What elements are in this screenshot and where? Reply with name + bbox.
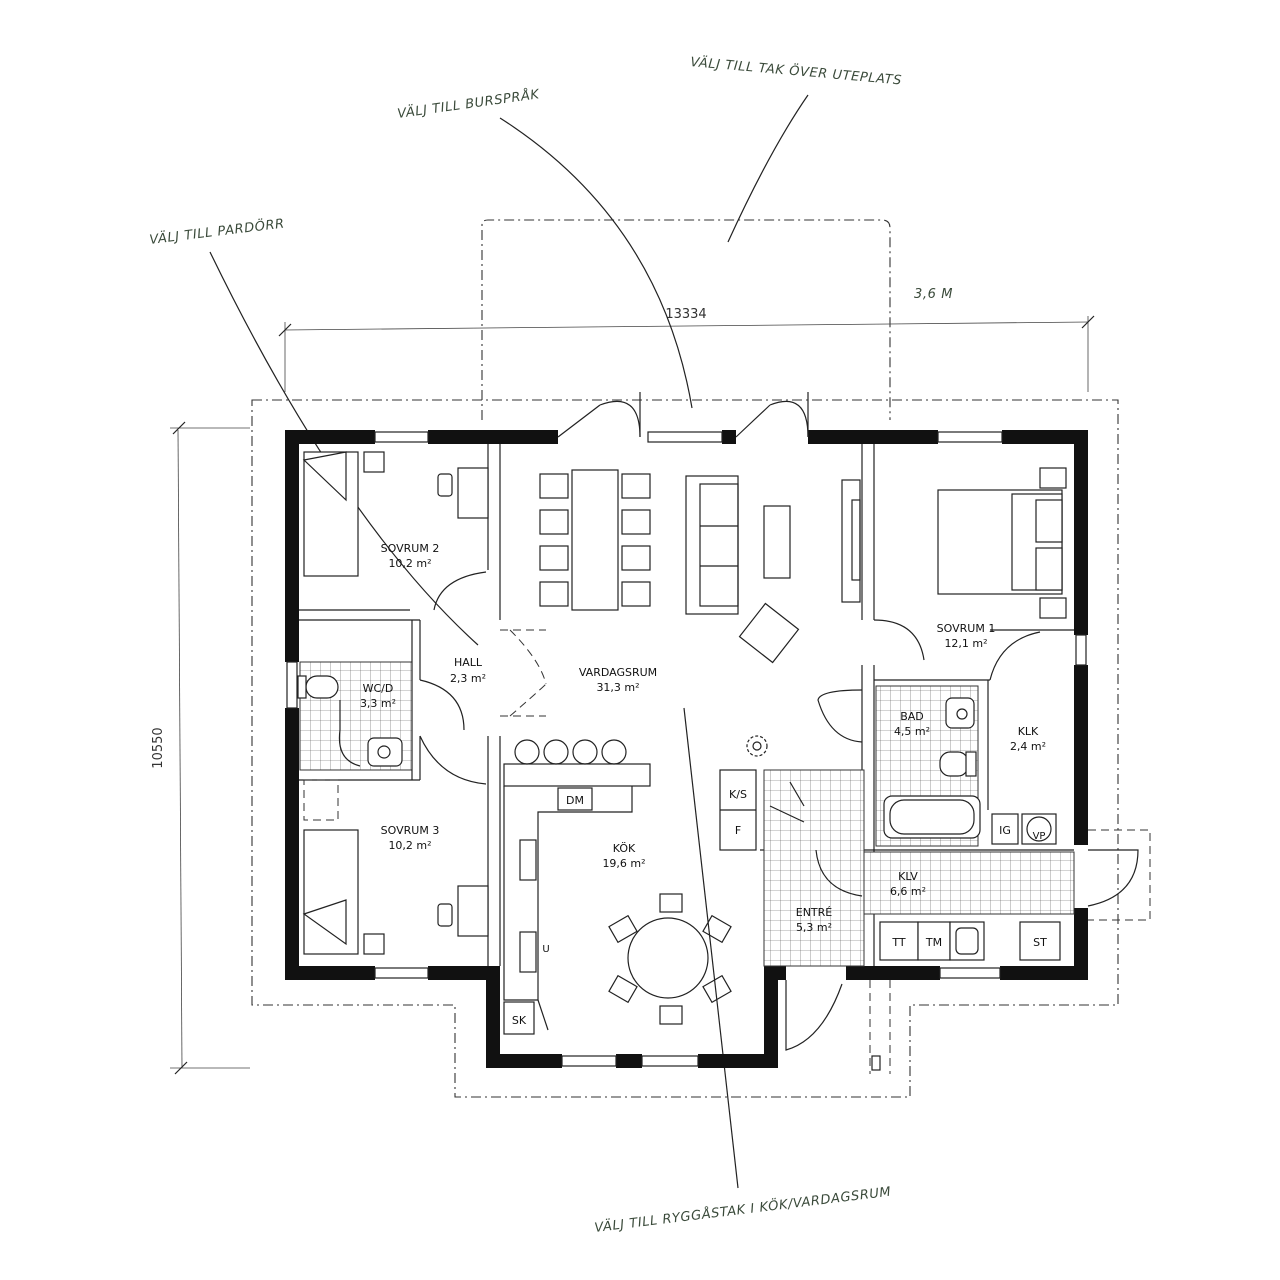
hall-double-door bbox=[500, 629, 547, 717]
exterior-walls bbox=[285, 430, 1088, 1068]
room-bad-area: 4,5 m² bbox=[894, 725, 930, 738]
room-bad-name: BAD bbox=[900, 710, 924, 723]
annotation-ryggas: VÄLJ TILL RYGGÅSTAK I KÖK/VARDAGSRUM bbox=[593, 1183, 892, 1236]
room-wc-area: 3,3 m² bbox=[360, 697, 396, 710]
fixture-ig: IG bbox=[999, 824, 1011, 837]
room-klk-name: KLK bbox=[1018, 725, 1039, 738]
sofa bbox=[685, 475, 739, 615]
bathroom-fixtures bbox=[297, 675, 981, 839]
klv-floor bbox=[863, 851, 1075, 915]
room-klk-area: 2,4 m² bbox=[1010, 740, 1046, 753]
room-sovrum3-name: SOVRUM 3 bbox=[381, 824, 440, 837]
room-hall-area: 2,3 m² bbox=[450, 672, 486, 685]
uteplats-roof-outline bbox=[481, 219, 891, 420]
leader-tak bbox=[727, 94, 809, 243]
annotation-tak: VÄLJ TILL TAK ÖVER UTEPLATS bbox=[690, 53, 903, 88]
door-swings bbox=[338, 571, 1139, 1051]
dimension-width: 13334 bbox=[278, 307, 1095, 392]
leader-burspak bbox=[499, 117, 693, 409]
tv-bench bbox=[841, 479, 861, 603]
width-label: 13334 bbox=[665, 307, 706, 322]
room-labels: SOVRUM 2 10,2 m² SOVRUM 1 12,1 m² SOVRUM… bbox=[360, 542, 1046, 934]
room-sovrum2-area: 10,2 m² bbox=[388, 557, 431, 570]
leader-pardorr bbox=[209, 251, 479, 646]
fixture-vp: VP bbox=[1033, 831, 1046, 842]
room-klv-area: 6,6 m² bbox=[890, 885, 926, 898]
fixture-dm: DM bbox=[566, 794, 584, 807]
bed-sovrum3 bbox=[302, 779, 385, 955]
windows bbox=[286, 431, 1087, 1067]
coffee-table bbox=[763, 505, 791, 579]
desk-sovrum3 bbox=[437, 885, 489, 937]
patio-doors bbox=[557, 392, 809, 438]
dining-table bbox=[539, 469, 651, 611]
fixture-f: F bbox=[735, 824, 741, 837]
room-vardagsrum-area: 31,3 m² bbox=[596, 681, 639, 694]
bed-sovrum2 bbox=[302, 451, 385, 577]
room-klv-name: KLV bbox=[898, 870, 918, 883]
fixture-sk: SK bbox=[512, 1014, 527, 1027]
entry-mat bbox=[871, 1055, 881, 1071]
room-kok-area: 19,6 m² bbox=[602, 857, 645, 870]
fixture-tm: TM bbox=[925, 936, 942, 949]
smoke-detector-icon bbox=[746, 735, 768, 757]
fixture-labels: DM K/S F IG VP TT TM ST SK U bbox=[512, 788, 1047, 1027]
annotation-burspak: VÄLJ TILL BURSPRÅK bbox=[396, 86, 541, 122]
room-wc-name: WC/D bbox=[363, 682, 394, 695]
dimension-depth: 10550 bbox=[151, 421, 250, 1075]
entry-step bbox=[869, 829, 1151, 1074]
entre-floor bbox=[763, 769, 865, 967]
room-kok-name: KÖK bbox=[613, 842, 636, 855]
depth-label: 10550 bbox=[151, 727, 166, 768]
armchair bbox=[738, 602, 800, 664]
room-vardagsrum-name: VARDAGSRUM bbox=[579, 666, 657, 679]
room-sovrum1-name: SOVRUM 1 bbox=[937, 622, 996, 635]
room-hall-name: HALL bbox=[454, 656, 483, 669]
fixture-st: ST bbox=[1033, 936, 1047, 949]
room-sovrum3-area: 10,2 m² bbox=[388, 839, 431, 852]
round-table bbox=[608, 893, 732, 1025]
desk-sovrum2 bbox=[437, 467, 489, 519]
room-entre-area: 5,3 m² bbox=[796, 921, 832, 934]
fixture-tt: TT bbox=[891, 936, 906, 949]
bed-sovrum1 bbox=[937, 467, 1067, 619]
room-entre-name: ENTRÉ bbox=[796, 906, 833, 919]
kitchen-counter bbox=[503, 739, 651, 1035]
fridge-freezer bbox=[719, 769, 805, 851]
roof-dimension-label: 3,6 M bbox=[914, 287, 953, 302]
room-sovrum2-name: SOVRUM 2 bbox=[381, 542, 440, 555]
annotation-pardorr: VÄLJ TILL PARDÖRR bbox=[148, 215, 285, 248]
leader-ryggas bbox=[683, 707, 739, 1189]
fixture-ks: K/S bbox=[729, 788, 747, 801]
laundry-machines bbox=[879, 813, 1061, 961]
fixture-u: U bbox=[542, 944, 549, 955]
roof-outline bbox=[251, 399, 1119, 1098]
room-sovrum1-area: 12,1 m² bbox=[944, 637, 987, 650]
